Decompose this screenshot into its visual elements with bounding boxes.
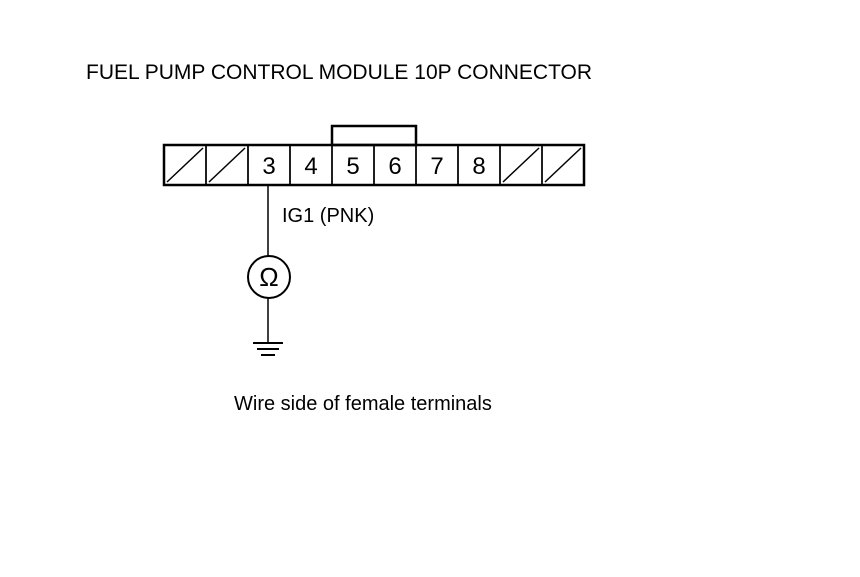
connector-pin-8: 8 [457,144,501,186]
connector-empty-cell [205,144,249,186]
connector-pin-6: 6 [373,144,417,186]
connector-empty-cell [163,144,207,186]
pin-label: 8 [472,153,485,180]
connector-empty-cell [499,144,543,186]
pin-label: 6 [388,153,401,180]
ground-icon [253,342,283,356]
connector-pin-5: 5 [331,144,375,186]
ohmmeter-icon: Ω [247,255,291,299]
connector-pin-4: 4 [289,144,333,186]
diagram-caption: Wire side of female terminals [234,393,492,415]
pin-label: 4 [304,153,317,180]
connector-pin-7: 7 [415,144,459,186]
pin-label: 5 [346,153,359,180]
ohmmeter-symbol: Ω [259,262,278,292]
connector-outline [162,143,586,187]
connector-lock-tab [330,124,418,147]
pin-label: 3 [262,153,275,180]
diagram-title: FUEL PUMP CONTROL MODULE 10P CONNECTOR [86,61,592,84]
pin-label: 7 [430,153,443,180]
connector-body: 3 4 5 6 7 8 [162,143,586,187]
connector-empty-cell [541,144,585,186]
ohmmeter-circle [247,255,291,299]
wire-label: IG1 (PNK) [282,205,374,227]
connector-pin-3: 3 [247,144,291,186]
